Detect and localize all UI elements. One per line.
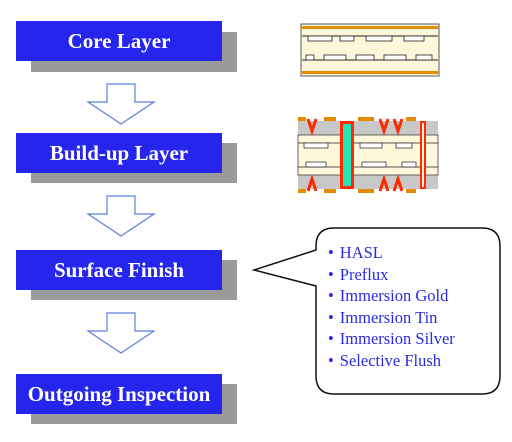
outgoing-inspection-step: Outgoing Inspection <box>16 374 222 414</box>
down-arrow-icon <box>86 312 156 354</box>
core-layer-label: Core Layer <box>67 28 171 53</box>
finish-option-selective-flush: •Selective Flush <box>328 350 442 370</box>
down-arrow-icon <box>86 195 156 237</box>
finish-option-preflux: •Preflux <box>328 264 389 284</box>
build-up-layer-step: Build-up Layer <box>16 133 222 173</box>
finish-option-immersion-silver: •Immersion Silver <box>328 329 455 348</box>
core-layer-step: Core Layer <box>16 21 222 61</box>
core-layer-cross-section-icon <box>300 23 440 77</box>
surface-finish-step: Surface Finish <box>16 250 222 290</box>
surface-finish-label: Surface Finish <box>53 257 185 282</box>
finish-option-immersion-gold: •Immersion Gold <box>328 286 449 305</box>
surface-finish-options-list: •HASL •Preflux •Immersion Gold •Immersio… <box>328 242 455 371</box>
outgoing-inspection-label: Outgoing Inspection <box>27 381 211 406</box>
down-arrow-icon <box>86 83 156 125</box>
finish-option-immersion-tin: •Immersion Tin <box>328 307 438 327</box>
build-up-layer-cross-section-icon <box>297 117 439 193</box>
build-up-layer-label: Build-up Layer <box>49 140 189 165</box>
finish-option-hasl: •HASL <box>328 243 383 262</box>
